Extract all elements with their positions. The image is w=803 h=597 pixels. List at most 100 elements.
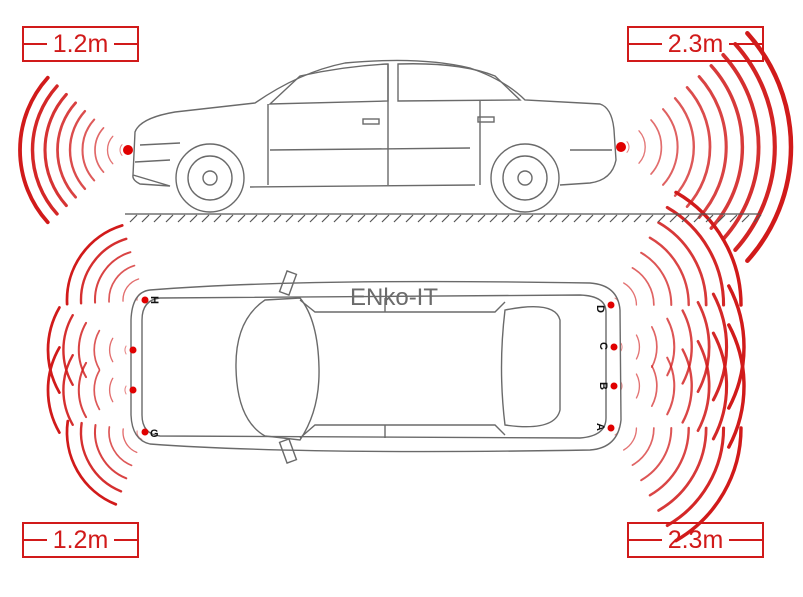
dash <box>729 43 762 45</box>
sound-wave-arc <box>30 84 59 216</box>
sound-wave-arc <box>108 264 136 303</box>
ground-hatch <box>177 214 186 223</box>
sound-wave-arc <box>93 369 101 411</box>
ground-hatch <box>237 214 246 223</box>
ground-hatch <box>741 214 750 223</box>
ground-hatch <box>585 214 594 223</box>
sound-wave-arc <box>745 30 794 264</box>
sound-wave-arc <box>81 118 96 182</box>
watermark: ENko-IT <box>350 284 439 311</box>
sound-wave-arc <box>122 428 138 454</box>
distance-text: 1.2m <box>52 29 109 58</box>
sound-wave-arc <box>108 377 114 403</box>
ground-hatch <box>393 214 402 223</box>
ground-hatch <box>501 214 510 223</box>
sound-wave-arc <box>93 329 101 371</box>
sound-wave-arc <box>733 42 777 252</box>
sound-wave-arc <box>136 430 143 440</box>
ground-hatch <box>465 214 474 223</box>
ground-hatch <box>213 214 222 223</box>
ground-hatch <box>525 214 534 223</box>
sound-wave-arc <box>62 314 74 386</box>
ground-hatch <box>297 214 306 223</box>
sound-wave-arc <box>721 53 761 241</box>
car-side-view <box>132 59 617 213</box>
sensor-dot <box>129 346 137 354</box>
sound-wave-arc <box>640 426 673 482</box>
sensor-dot <box>616 142 626 152</box>
sensor-label-g: G <box>150 428 159 440</box>
ground-hatch <box>549 214 558 223</box>
sound-wave-arc <box>65 224 124 306</box>
ground-hatch <box>729 214 738 223</box>
sound-wave-arc <box>650 326 658 368</box>
sound-wave-arc <box>79 237 128 305</box>
ground-hatch <box>405 214 414 223</box>
sound-wave-arc <box>681 309 693 385</box>
sound-wave-arc <box>623 282 638 306</box>
ground-hatch <box>753 214 762 223</box>
sound-wave-arc <box>94 127 105 173</box>
sound-wave-arc <box>56 101 77 199</box>
sound-wave-arc <box>648 426 690 497</box>
sound-wave-arc <box>626 141 630 153</box>
ground-hatch <box>597 214 606 223</box>
sound-wave-arc <box>657 221 708 307</box>
ground-hatch <box>669 214 678 223</box>
dash <box>629 43 662 45</box>
sensor-dot <box>607 301 615 309</box>
sensor-dot <box>123 145 133 155</box>
sound-wave-arc <box>666 317 676 377</box>
ground-hatch <box>453 214 462 223</box>
ground-hatch <box>537 214 546 223</box>
sound-wave-arc <box>697 75 728 219</box>
sound-wave-arc <box>673 97 695 197</box>
sound-wave-arc <box>46 346 61 434</box>
sound-wave-arc <box>631 427 655 466</box>
sound-wave-arc <box>696 300 711 394</box>
sensor-label-b: B <box>597 382 609 390</box>
sound-wave-arc <box>65 419 118 506</box>
sound-wave-arc <box>623 427 638 451</box>
sound-wave-arc <box>674 190 743 307</box>
sound-wave-arc <box>648 236 690 307</box>
car-top-view <box>130 270 622 464</box>
distance-text: 2.3m <box>667 525 724 554</box>
ground-hatch <box>633 214 642 223</box>
ground-hatch <box>249 214 258 223</box>
sound-wave-arc <box>657 426 708 512</box>
dash <box>114 43 137 45</box>
sound-wave-arc <box>665 426 726 528</box>
ground-hatch <box>261 214 270 223</box>
sound-wave-arc <box>711 292 729 402</box>
sound-wave-arc <box>77 321 88 379</box>
sound-wave-arc <box>68 109 87 191</box>
ground-hatch <box>417 214 426 223</box>
sound-wave-arc <box>79 421 123 493</box>
sensor-label-a: A <box>594 423 606 431</box>
sound-wave-arc <box>108 337 114 363</box>
ground-hatch <box>129 214 138 223</box>
sound-wave-arc <box>124 345 127 355</box>
distance-text: 2.3m <box>667 29 724 58</box>
dash <box>729 539 762 541</box>
sensor-waves <box>18 30 794 543</box>
sound-wave-arc <box>662 108 679 186</box>
ground-hatch <box>321 214 330 223</box>
sound-wave-arc <box>122 278 140 302</box>
ground-hatch <box>693 214 702 223</box>
ground-hatch <box>513 214 522 223</box>
sound-wave-arc <box>620 342 623 352</box>
ground-hatch <box>357 214 366 223</box>
sensor-dot <box>610 382 618 390</box>
dash <box>24 43 47 45</box>
dash <box>629 539 662 541</box>
front-distance-label-top: 1.2m <box>22 26 139 62</box>
ground-hatch <box>609 214 618 223</box>
sensor-dot <box>141 428 149 436</box>
sound-wave-arc <box>119 144 123 156</box>
sound-wave-arc <box>43 92 68 208</box>
ground-hatch <box>645 214 654 223</box>
sound-wave-arc <box>727 323 746 449</box>
